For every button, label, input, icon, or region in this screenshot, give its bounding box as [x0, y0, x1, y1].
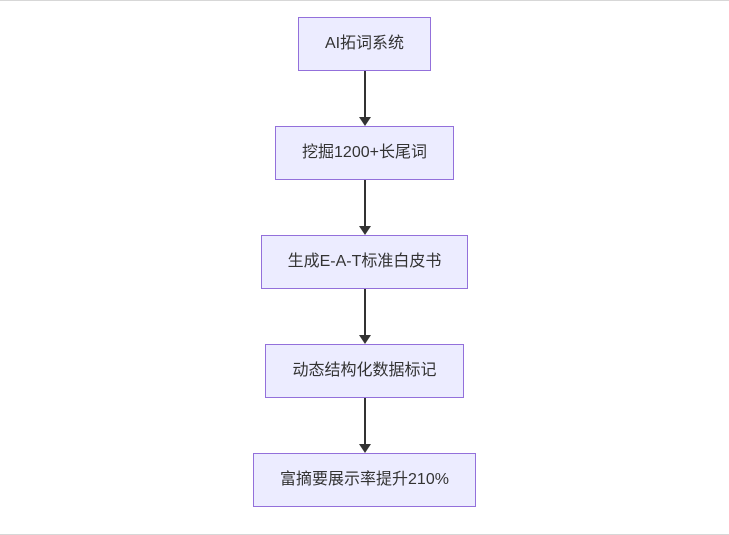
flow-node-label: AI拓词系统: [324, 35, 405, 52]
arrowhead-down-icon: [358, 226, 371, 235]
flow-edge-1: [358, 71, 371, 126]
flow-node-ai-word-system: AI拓词系统: [297, 17, 432, 71]
flow-edge-4: [358, 398, 371, 453]
flow-edge-3: [358, 289, 371, 344]
edge-line: [363, 180, 366, 226]
flow-node-label: 挖掘1200+长尾词: [302, 144, 427, 161]
flow-edge-2: [358, 180, 371, 235]
edge-line: [363, 71, 366, 117]
flow-node-eat-whitepaper: 生成E-A-T标准白皮书: [260, 235, 469, 289]
arrowhead-down-icon: [358, 117, 371, 126]
edge-line: [363, 398, 366, 444]
flow-node-label: 富摘要展示率提升210%: [280, 471, 449, 488]
flowchart: AI拓词系统 挖掘1200+长尾词 生成E-A-T标准白皮书 动态结构化数据标记: [0, 17, 729, 507]
edge-line: [363, 289, 366, 335]
flow-node-rich-snippet-result: 富摘要展示率提升210%: [253, 453, 476, 507]
flow-node-label: 动态结构化数据标记: [292, 362, 437, 379]
flow-node-structured-data: 动态结构化数据标记: [265, 344, 464, 398]
arrowhead-down-icon: [358, 444, 371, 453]
flow-node-longtail-mining: 挖掘1200+长尾词: [275, 126, 454, 180]
flow-node-label: 生成E-A-T标准白皮书: [287, 253, 442, 270]
arrowhead-down-icon: [358, 335, 371, 344]
